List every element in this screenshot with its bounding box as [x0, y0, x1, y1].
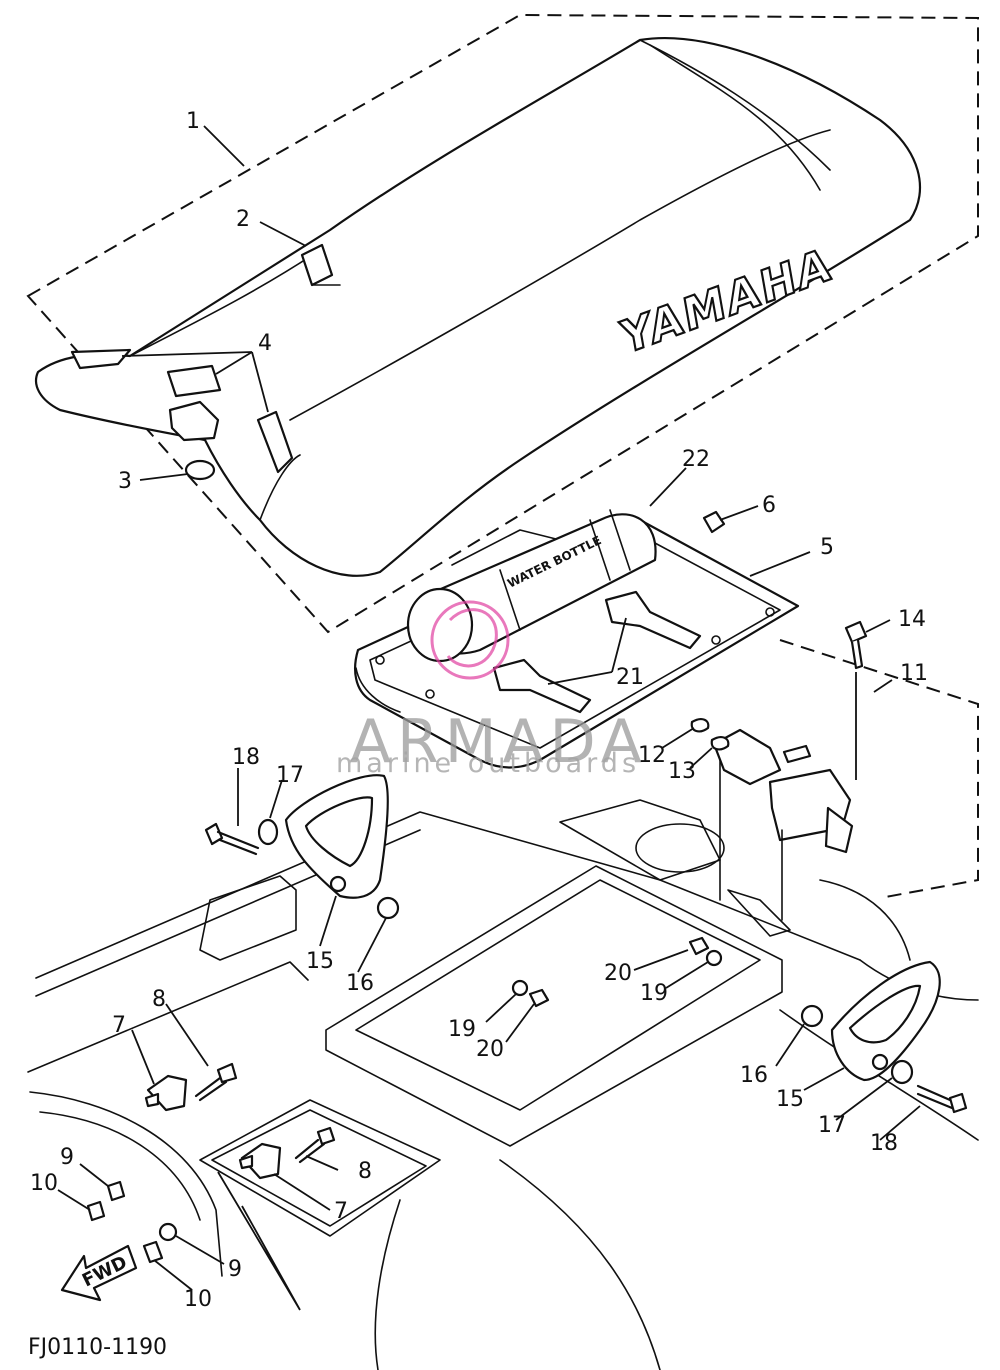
washer-9-right[interactable]	[158, 1222, 178, 1242]
nut-9-left[interactable]	[106, 1180, 126, 1202]
callout-3[interactable]: 3	[118, 469, 132, 494]
callout-15-right[interactable]: 15	[776, 1087, 804, 1112]
nut-13[interactable]	[710, 736, 730, 751]
callout-13[interactable]: 13	[668, 759, 696, 784]
seat-latch-bracket[interactable]	[168, 400, 220, 442]
storage-box-lid[interactable]	[354, 518, 800, 769]
callout-19-left[interactable]: 19	[448, 1017, 476, 1042]
callout-22[interactable]: 22	[682, 447, 710, 472]
bolt-18-left[interactable]	[204, 822, 260, 856]
water-bottle[interactable]: WATER BOTTLE	[406, 509, 657, 663]
seat-hook[interactable]	[70, 348, 132, 370]
callout-16-right[interactable]: 16	[740, 1063, 768, 1088]
callout-15-left[interactable]: 15	[306, 949, 334, 974]
callout-6[interactable]: 6	[762, 493, 776, 518]
washer-17-left[interactable]	[257, 818, 279, 846]
bolt-18-right[interactable]	[916, 1084, 968, 1114]
callout-8-right[interactable]: 8	[358, 1159, 372, 1184]
bolt-8-left[interactable]	[194, 1062, 238, 1102]
bolt-14[interactable]	[844, 620, 868, 780]
bolt-8-right[interactable]	[294, 1126, 336, 1164]
watermark-title: ARMADA	[350, 707, 648, 777]
bracket-7-right[interactable]	[238, 1142, 282, 1180]
callout-20-left[interactable]: 20	[476, 1037, 504, 1062]
callout-8-left[interactable]: 8	[152, 987, 166, 1012]
washer-16-right[interactable]	[800, 1004, 824, 1028]
watermark: ARMADA marine outboards	[336, 600, 648, 779]
callout-16-left[interactable]: 16	[346, 971, 374, 996]
callout-5[interactable]: 5	[820, 535, 834, 560]
storage-box-group: WATER BOTTLE	[354, 509, 800, 769]
callout-11[interactable]: 11	[900, 661, 928, 686]
callout-10-left[interactable]: 10	[30, 1171, 58, 1196]
storage-strap[interactable]	[604, 590, 702, 650]
callout-10-right[interactable]: 10	[184, 1287, 212, 1312]
watermark-logo-icon	[430, 600, 510, 680]
callout-17-right[interactable]: 17	[818, 1113, 846, 1138]
callout-7-left[interactable]: 7	[112, 1013, 126, 1038]
callout-2[interactable]: 2	[236, 207, 250, 232]
callouts: 1 2 3 4 5 6 7 7 8 8 9 9 10 10 11 12 13 1…	[30, 109, 928, 1312]
callout-4[interactable]: 4	[258, 331, 272, 356]
grab-handle-left[interactable]	[284, 774, 389, 899]
callout-9-right[interactable]: 9	[228, 1257, 242, 1282]
callout-17-left[interactable]: 17	[276, 763, 304, 788]
watermark-subtitle: marine outboards	[336, 748, 640, 779]
cap-10-left[interactable]	[86, 1200, 106, 1222]
storage-strap[interactable]	[492, 658, 592, 714]
grab-handle-right[interactable]	[830, 960, 941, 1082]
callout-1[interactable]: 1	[186, 109, 200, 134]
cap-10-right[interactable]	[142, 1240, 164, 1264]
callout-19-right[interactable]: 19	[640, 981, 668, 1006]
callout-14[interactable]: 14	[898, 607, 926, 632]
lid-screw[interactable]	[702, 510, 726, 534]
handle-bracket[interactable]	[712, 728, 854, 921]
washer-17-right[interactable]	[890, 1059, 914, 1085]
seat-strip[interactable]	[256, 410, 294, 474]
seat-strap[interactable]	[300, 243, 334, 287]
leader-lines	[57, 125, 921, 1311]
seat-hook[interactable]	[166, 364, 222, 398]
callout-12[interactable]: 12	[638, 743, 666, 768]
callout-7-right[interactable]: 7	[334, 1199, 348, 1224]
bracket-7-left[interactable]	[144, 1074, 188, 1112]
fwd-arrow: FWD	[60, 1244, 138, 1302]
washer-12[interactable]	[690, 718, 710, 733]
callout-20-right[interactable]: 20	[604, 961, 632, 986]
washer-16-left[interactable]	[376, 896, 400, 920]
callout-18-left[interactable]: 18	[232, 745, 260, 770]
callout-9-left[interactable]: 9	[60, 1145, 74, 1170]
nuts-19-20[interactable]	[511, 936, 723, 1008]
callout-21[interactable]: 21	[616, 665, 644, 690]
seat-cushion[interactable]	[34, 37, 922, 577]
seat-cushion-bumper[interactable]	[184, 459, 216, 481]
drawing-code: FJ0110-1190	[28, 1335, 167, 1360]
callout-18-right[interactable]: 18	[870, 1131, 898, 1156]
